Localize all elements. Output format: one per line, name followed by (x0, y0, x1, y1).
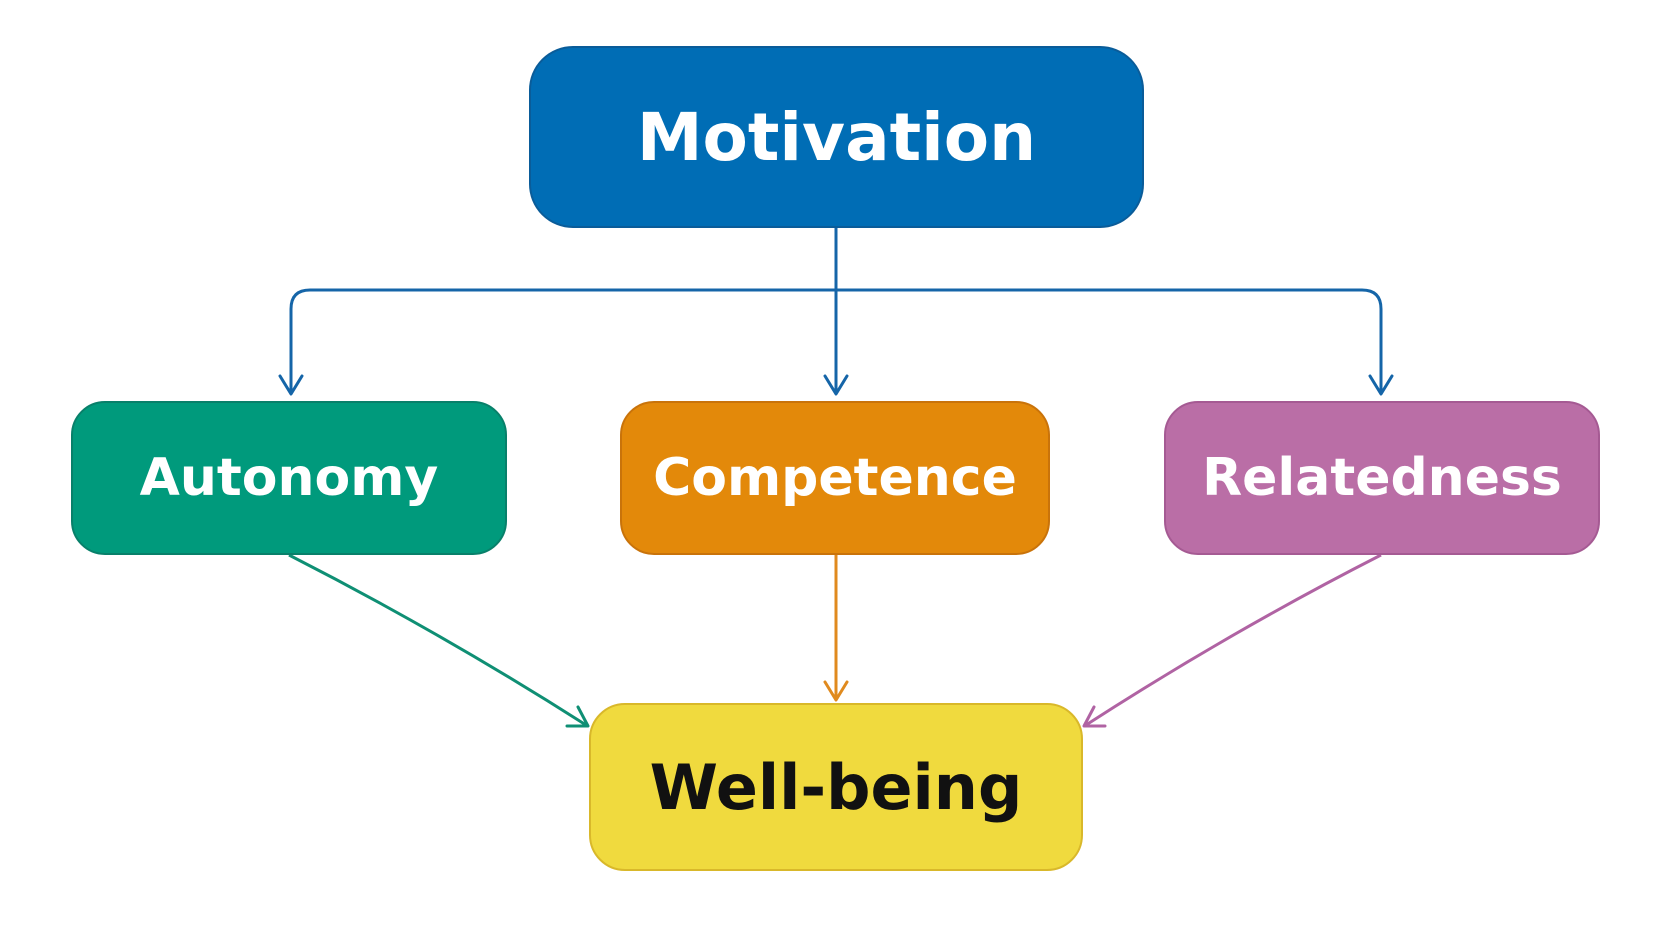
autonomy-label: Autonomy (139, 448, 439, 508)
arrowhead-autonomy (278, 374, 304, 396)
arrowhead-wellbeing-from-competence (823, 680, 849, 702)
arrowhead-relatedness (1368, 374, 1394, 396)
edge-autonomy-to-wellbeing (288, 553, 587, 727)
motivation-node: Motivation (529, 46, 1144, 228)
edge-motivation-to-relatedness (836, 288, 1383, 392)
relatedness-node: Relatedness (1164, 401, 1600, 555)
arrowhead-wellbeing-from-relatedness (1082, 705, 1107, 728)
arrowhead-competence (823, 374, 849, 396)
arrowhead-wellbeing-from-autonomy (565, 705, 590, 728)
edge-relatedness-to-wellbeing (1085, 553, 1382, 727)
competence-node: Competence (620, 401, 1050, 555)
motivation-label: Motivation (636, 98, 1037, 176)
competence-label: Competence (653, 448, 1017, 508)
relatedness-label: Relatedness (1202, 448, 1562, 508)
wellbeing-label: Well-being (649, 750, 1023, 824)
edge-motivation-to-autonomy (289, 288, 836, 392)
wellbeing-node: Well-being (589, 703, 1083, 871)
autonomy-node: Autonomy (71, 401, 507, 555)
